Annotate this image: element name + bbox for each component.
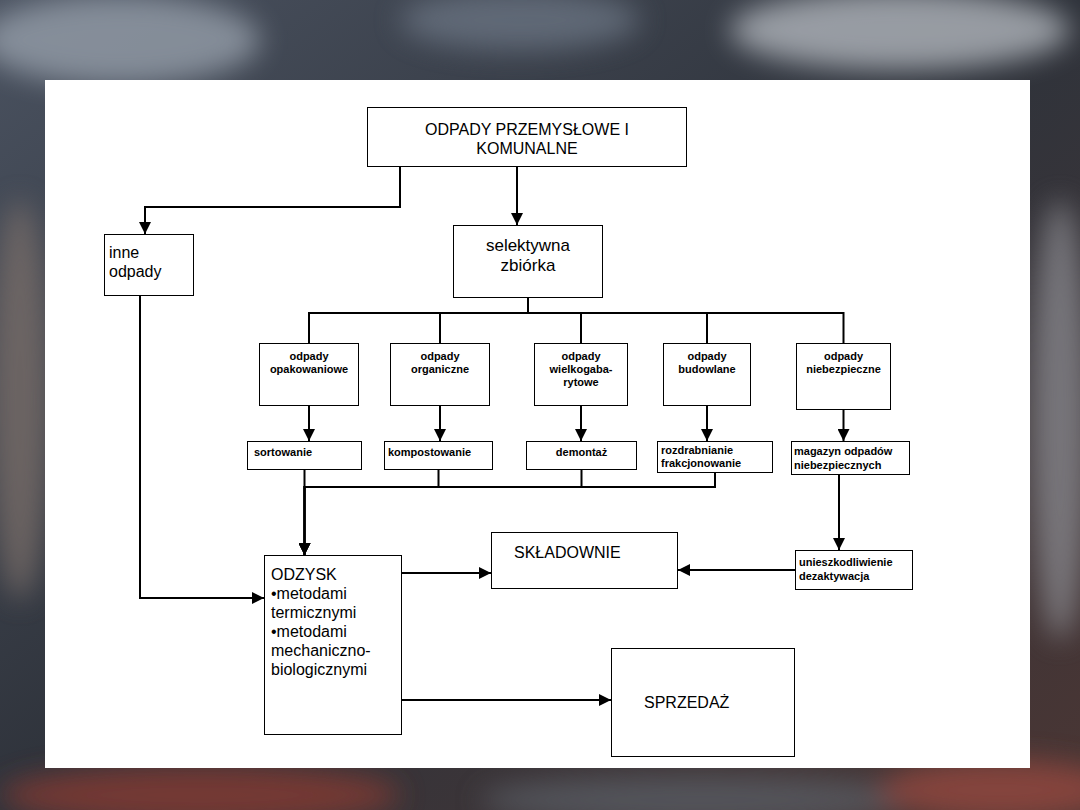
process-box: odpady niebezpieczne xyxy=(796,343,891,410)
node-text: SPRZEDAŻ xyxy=(644,693,762,712)
flow-arrow xyxy=(516,167,518,225)
flow-arrow xyxy=(843,410,845,441)
node-text: sortowanie xyxy=(254,446,355,459)
process-box: inne odpady xyxy=(104,234,194,296)
node-text: •metodami mechaniczno- biologicznymi xyxy=(271,622,395,679)
node-text: SKŁADOWNIE xyxy=(514,543,655,562)
node-text: demontaż xyxy=(530,446,633,459)
node-text: magazyn odpadów niebezpiecznych xyxy=(794,444,907,472)
process-box: ODZYSK•metodami termicznymi•metodami mec… xyxy=(264,555,402,735)
process-box: odpady wielkogaba- rytowe xyxy=(534,343,628,406)
process-box: unieszkodliwienie dezaktywacja xyxy=(795,550,913,590)
node-text: odpady wielkogaba- rytowe xyxy=(538,350,624,389)
process-box: SKŁADOWNIE xyxy=(491,532,678,589)
node-text: kompostowanie xyxy=(388,446,489,459)
flow-arrow xyxy=(402,699,611,701)
flow-arrow xyxy=(140,296,264,598)
flow-arrow xyxy=(678,569,795,571)
process-box: magazyn odpadów niebezpiecznych xyxy=(791,441,910,475)
flow-arrow xyxy=(308,406,310,441)
flow-arrow xyxy=(580,406,582,441)
node-text: selektywna zbiórka xyxy=(472,236,584,276)
flow-arrow xyxy=(528,298,707,343)
process-box: kompostowanie xyxy=(384,441,493,470)
process-box: odpady budowlane xyxy=(663,343,751,406)
node-text: inne odpady xyxy=(109,243,171,281)
process-box: rozdrabnianie frakcjonowanie xyxy=(657,441,773,473)
flow-arrow xyxy=(439,406,441,441)
process-box: sortowanie xyxy=(247,441,362,470)
node-text: ODZYSK xyxy=(271,565,395,584)
process-box: odpady organiczne xyxy=(390,343,490,406)
diagram-panel xyxy=(45,80,1030,768)
flow-arrow xyxy=(528,298,844,343)
process-box: SPRZEDAŻ xyxy=(611,648,795,757)
flow-arrow xyxy=(145,167,400,234)
flow-arrow xyxy=(305,470,439,555)
node-text: odpady opakowaniowe xyxy=(263,350,355,376)
flow-arrow xyxy=(402,572,491,574)
node-text: odpady budowlane xyxy=(667,350,747,376)
process-box: ODPADY PRZEMYSŁOWE I KOMUNALNE xyxy=(367,107,687,167)
process-box: demontaż xyxy=(526,441,637,470)
node-text: •metodami termicznymi xyxy=(271,584,395,622)
flow-arrow xyxy=(309,298,528,343)
flow-arrow xyxy=(838,475,840,550)
flow-arrow xyxy=(706,406,708,441)
node-text: unieszkodliwienie dezaktywacja xyxy=(799,555,909,583)
node-text: rozdrabnianie frakcjonowanie xyxy=(661,444,769,470)
process-box: selektywna zbiórka xyxy=(453,225,603,298)
flow-arrow xyxy=(440,298,528,343)
node-text: odpady niebezpieczne xyxy=(800,350,887,376)
node-text: odpady organiczne xyxy=(394,350,486,376)
node-text: ODPADY PRZEMYSŁOWE I KOMUNALNE xyxy=(390,120,665,158)
process-box: odpady opakowaniowe xyxy=(259,343,359,406)
flow-arrow xyxy=(528,298,581,343)
